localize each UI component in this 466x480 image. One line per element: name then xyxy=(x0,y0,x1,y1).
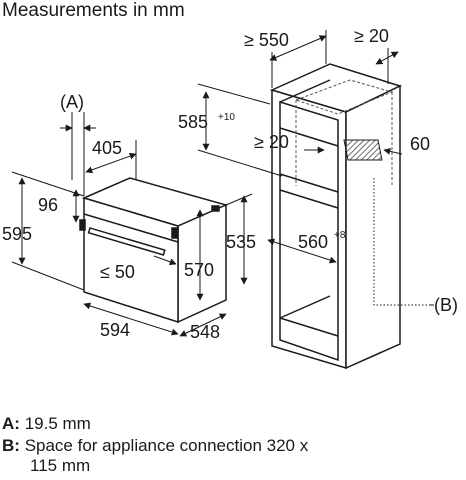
oven-bracket-right xyxy=(171,227,178,239)
diagram-title: Measurements in mm xyxy=(2,0,185,21)
oven-control-panel-edge xyxy=(83,213,179,243)
dim-label-20-rear: ≥ 20 xyxy=(254,132,289,152)
dim-line-60 xyxy=(383,147,403,155)
legend-a-text: 19.5 mm xyxy=(24,414,91,433)
ext-line-595-top xyxy=(11,171,85,197)
dim-label-96: 96 xyxy=(38,195,58,215)
dim-label-594: 594 xyxy=(100,320,130,340)
dim-line-594 xyxy=(83,302,179,336)
dim-label-548: 548 xyxy=(190,322,220,342)
oven-appliance xyxy=(79,177,229,324)
dim-label-585-tol: +10 xyxy=(218,112,235,123)
installation-drawing: (A) 405 96 595 ≤ 50 570 535 594 548 xyxy=(2,26,458,370)
dim-label-535: 535 xyxy=(226,232,256,252)
legend-b-text-line2: 115 mm xyxy=(30,456,91,475)
oven-bracket-left xyxy=(79,219,86,231)
label-b: (B) xyxy=(434,295,458,315)
dim-label-560: 560 xyxy=(298,232,328,252)
legend-b-key: B: xyxy=(2,436,20,455)
dim-line-50 xyxy=(153,255,177,266)
dim-line-550 xyxy=(269,35,327,61)
cabinet-unit xyxy=(269,63,403,370)
cabinet-shelf-low xyxy=(279,189,339,209)
dim-label-570: 570 xyxy=(184,260,214,280)
dim-label-60: 60 xyxy=(410,134,430,154)
oven-bracket-rear xyxy=(211,205,220,212)
legend-a-key: A: xyxy=(2,414,20,433)
cabinet-vent-hatch xyxy=(343,139,383,161)
label-a: (A) xyxy=(60,92,84,112)
ext-line-535-top xyxy=(225,193,253,206)
legend-b-text-line1: Space for appliance connection 320 x xyxy=(24,436,309,455)
legend-a: A: 19.5 mm xyxy=(2,414,91,434)
legend-b: B: Space for appliance connection 320 x … xyxy=(2,436,308,476)
ext-line-585-bottom xyxy=(197,149,283,177)
oven-door-handle xyxy=(87,227,166,256)
connection-space-b xyxy=(373,178,430,306)
ext-line-595-bottom xyxy=(11,261,85,291)
cabinet-shelf-mid xyxy=(279,173,339,193)
dim-label-405: 405 xyxy=(92,138,122,158)
cabinet-back-edge xyxy=(279,79,331,103)
ext-line-585-top xyxy=(197,83,271,105)
dim-label-550: ≥ 550 xyxy=(244,30,289,50)
dim-label-595: 595 xyxy=(2,224,32,244)
dim-label-50: ≤ 50 xyxy=(100,262,135,282)
dim-label-585: 585 xyxy=(178,112,208,132)
cabinet-shelf-top xyxy=(279,127,339,147)
dim-line-548 xyxy=(179,313,227,337)
dim-line-20-top xyxy=(375,51,399,65)
cabinet-back-edge-2 xyxy=(279,295,331,319)
dim-line-560 xyxy=(267,238,337,264)
dim-label-20-top: ≥ 20 xyxy=(354,26,389,46)
dim-line-405 xyxy=(85,152,137,174)
dim-label-560-tol: +8 xyxy=(334,230,346,241)
cabinet-shelf-bottom xyxy=(279,317,339,337)
